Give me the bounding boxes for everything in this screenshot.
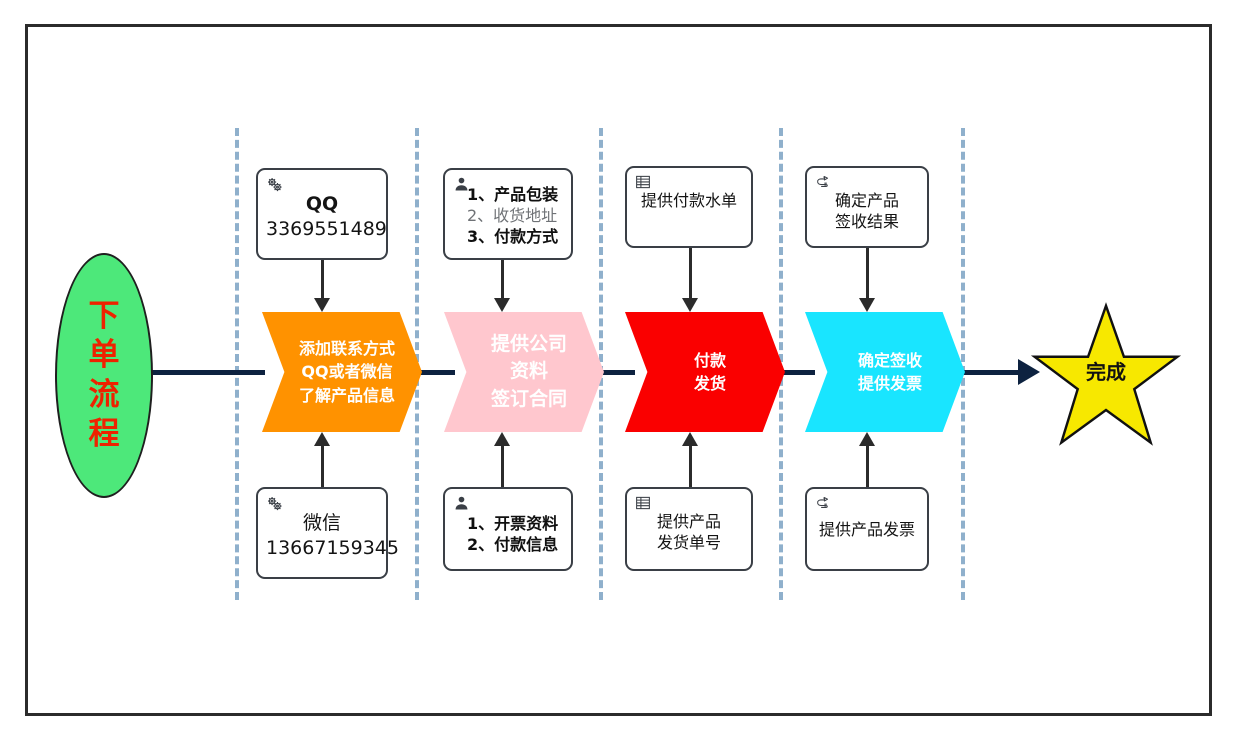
table-icon: [634, 173, 656, 193]
note-stage-1-bottom[interactable]: 微信 13667159345: [256, 487, 399, 579]
note-line: 提供付款水单: [640, 191, 737, 210]
note-stage-1-bottom-text: 微信 13667159345: [266, 511, 399, 561]
note-line: 2、付款信息: [467, 535, 559, 555]
connector-stage-3-bottom: [689, 444, 692, 488]
note-line: 提供产品: [656, 512, 721, 531]
flow-arrowhead-end: [1018, 359, 1040, 385]
connector-stage-4-bottom: [866, 444, 869, 488]
stage-1-label: 添加联系方式 QQ或者微信 了解产品信息: [298, 339, 395, 405]
arrowhead-stage-1-bottom: [314, 432, 330, 446]
stage-3-label: 付款 发货: [693, 350, 726, 393]
pointing-hand-icon: [814, 173, 836, 193]
stage-4-node[interactable]: 确定签收 提供发票: [805, 312, 965, 432]
pointing-hand-icon: [814, 494, 836, 514]
end-node-label: 完成: [1086, 360, 1126, 384]
lane-separator-1: [235, 128, 239, 600]
start-node[interactable]: 下单流程: [55, 253, 153, 498]
person-icon: [452, 175, 474, 195]
stage-3-node[interactable]: 付款 发货: [625, 312, 785, 432]
flow-line-1-2: [400, 370, 455, 375]
note-line: 发货单号: [656, 533, 721, 553]
arrowhead-stage-1-top: [314, 298, 330, 312]
note-line: 确定产品: [834, 191, 899, 210]
note-line: 13667159345: [266, 537, 399, 560]
stage-1-node[interactable]: 添加联系方式 QQ或者微信 了解产品信息: [262, 312, 422, 432]
flow-line-end: [944, 370, 1022, 375]
flow-line-3-4: [760, 370, 815, 375]
note-line: 1、产品包装: [467, 185, 559, 204]
note-stage-3-top[interactable]: 提供付款水单: [625, 166, 753, 248]
note-line: 3369551489: [266, 218, 387, 241]
flow-line-2-3: [580, 370, 635, 375]
note-stage-4-bottom-text: 提供产品发票: [815, 519, 919, 540]
lane-separator-5: [961, 128, 965, 600]
note-line: 2、收货地址: [467, 206, 558, 226]
table-icon: [634, 494, 656, 514]
arrowhead-stage-3-top: [682, 298, 698, 312]
note-stage-3-bottom[interactable]: 提供产品发货单号: [625, 487, 753, 571]
start-node-label: 下单流程: [88, 298, 120, 452]
connector-stage-2-bottom: [501, 444, 504, 488]
connector-stage-3-top: [689, 248, 692, 302]
star-icon: [1030, 302, 1182, 446]
connector-stage-1-top: [321, 260, 324, 302]
person-icon: [452, 494, 474, 514]
note-stage-4-top-text: 确定产品签收结果: [815, 190, 919, 232]
diagram-border: [25, 24, 1212, 716]
connector-stage-4-top: [866, 248, 869, 302]
stage-4-label: 确定签收 提供发票: [857, 350, 922, 393]
stage-2-label: 提供公司 资料 签订合同: [490, 332, 567, 410]
stage-2-node[interactable]: 提供公司 资料 签订合同: [444, 312, 604, 432]
connector-stage-1-bottom: [321, 444, 324, 488]
note-stage-2-bottom-text: 1、开票资料 2、付款信息: [453, 513, 563, 555]
note-line: QQ: [305, 193, 339, 215]
note-stage-4-top[interactable]: 确定产品签收结果: [805, 166, 929, 248]
note-stage-3-bottom-text: 提供产品发货单号: [635, 511, 743, 553]
note-stage-1-top-text: QQ 3369551489: [266, 192, 387, 242]
end-node[interactable]: 完成: [1030, 300, 1182, 450]
note-stage-2-bottom[interactable]: 1、开票资料 2、付款信息: [443, 487, 573, 571]
note-stage-1-top[interactable]: QQ 3369551489: [256, 168, 388, 260]
gears-icon: [265, 494, 287, 514]
connector-stage-2-top: [501, 260, 504, 302]
note-line: 签收结果: [834, 212, 899, 232]
arrowhead-stage-2-top: [494, 298, 510, 312]
gears-icon: [265, 175, 287, 195]
arrowhead-stage-3-bottom: [682, 432, 698, 446]
note-line: 提供产品发票: [818, 520, 915, 539]
note-line: 3、付款方式: [467, 227, 559, 247]
note-stage-3-top-text: 提供付款水单: [635, 190, 743, 211]
note-line: 1、开票资料: [467, 514, 559, 533]
arrowhead-stage-4-bottom: [859, 432, 875, 446]
flow-line-start: [150, 370, 265, 375]
arrowhead-stage-2-bottom: [494, 432, 510, 446]
note-line: 微信: [302, 512, 341, 534]
arrowhead-stage-4-top: [859, 298, 875, 312]
note-stage-4-bottom[interactable]: 提供产品发票: [805, 487, 929, 571]
